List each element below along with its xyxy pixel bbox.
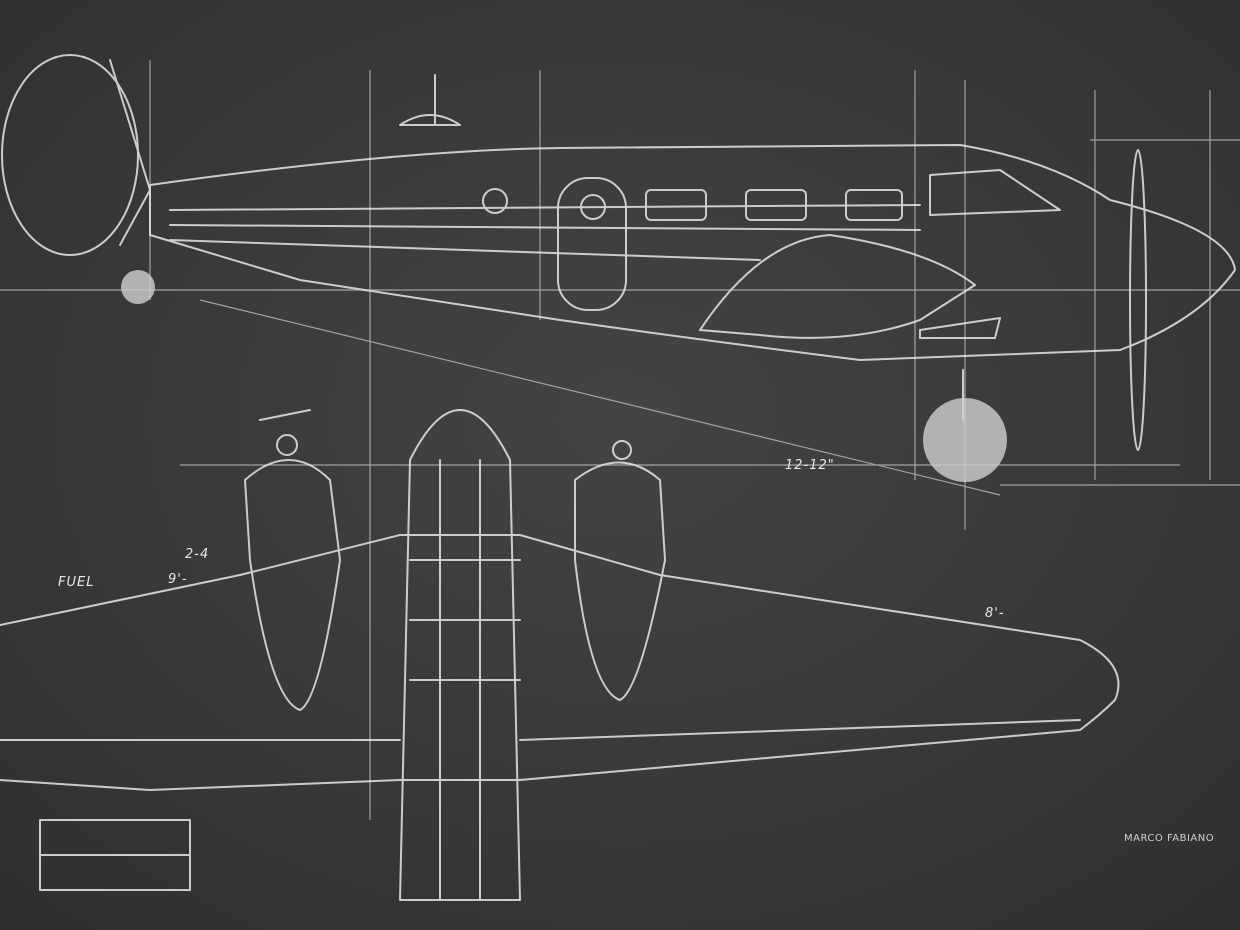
- annotation-2-4: 2-4: [185, 547, 210, 562]
- nose-wheel: [923, 398, 1007, 482]
- construction-grid: [0, 60, 1240, 820]
- annotation-12-12: 12-12": [785, 458, 835, 473]
- annotation-9: 9'-: [168, 572, 188, 587]
- tail-wheel: [121, 270, 155, 304]
- annotation-fuel: FUEL: [58, 575, 95, 590]
- annotation-8: 8'-: [985, 606, 1005, 621]
- artist-signature: MARCO FABIANO: [1124, 833, 1215, 844]
- top-view: [0, 409, 1120, 901]
- side-view-fuselage: [1, 54, 1236, 451]
